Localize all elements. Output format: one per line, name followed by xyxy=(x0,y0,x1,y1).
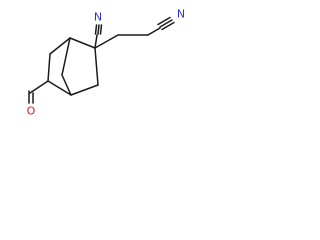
cyanoethyl-chain: N xyxy=(94,8,185,49)
bond-bridge-c1 xyxy=(61,37,71,76)
nitrile-group-1: N xyxy=(94,11,103,49)
oxygen-label: O xyxy=(27,105,36,118)
bond-c5-cho xyxy=(29,80,49,94)
triple-bond-2a xyxy=(157,16,171,26)
bond-c2-c3 xyxy=(94,47,99,86)
bond-c5-c6 xyxy=(47,53,51,82)
triple-bond-2b xyxy=(159,19,173,28)
bond-c1-c2 xyxy=(69,37,96,49)
nitrogen-label-2: N xyxy=(177,8,185,21)
formyl-group: O xyxy=(27,80,49,118)
bond-ch2b-cn xyxy=(147,27,161,36)
bond-c2-ch2a xyxy=(94,34,119,49)
bond-c4-c5 xyxy=(47,80,72,96)
molecule-drawing: N N O xyxy=(27,8,185,118)
structure-canvas: N N O xyxy=(0,0,213,131)
norbornane-ring xyxy=(47,37,99,96)
bond-c6-c1 xyxy=(49,37,71,55)
triple-bond-1c xyxy=(99,24,103,35)
bond-c2-cn xyxy=(94,34,98,49)
triple-bond-1b xyxy=(97,24,100,35)
triple-bond-2c xyxy=(161,21,175,31)
nitrogen-label-1: N xyxy=(94,11,102,24)
triple-bond-1a xyxy=(94,24,98,35)
bond-bridge-c4 xyxy=(61,74,72,96)
bond-c3-c4 xyxy=(70,84,99,96)
